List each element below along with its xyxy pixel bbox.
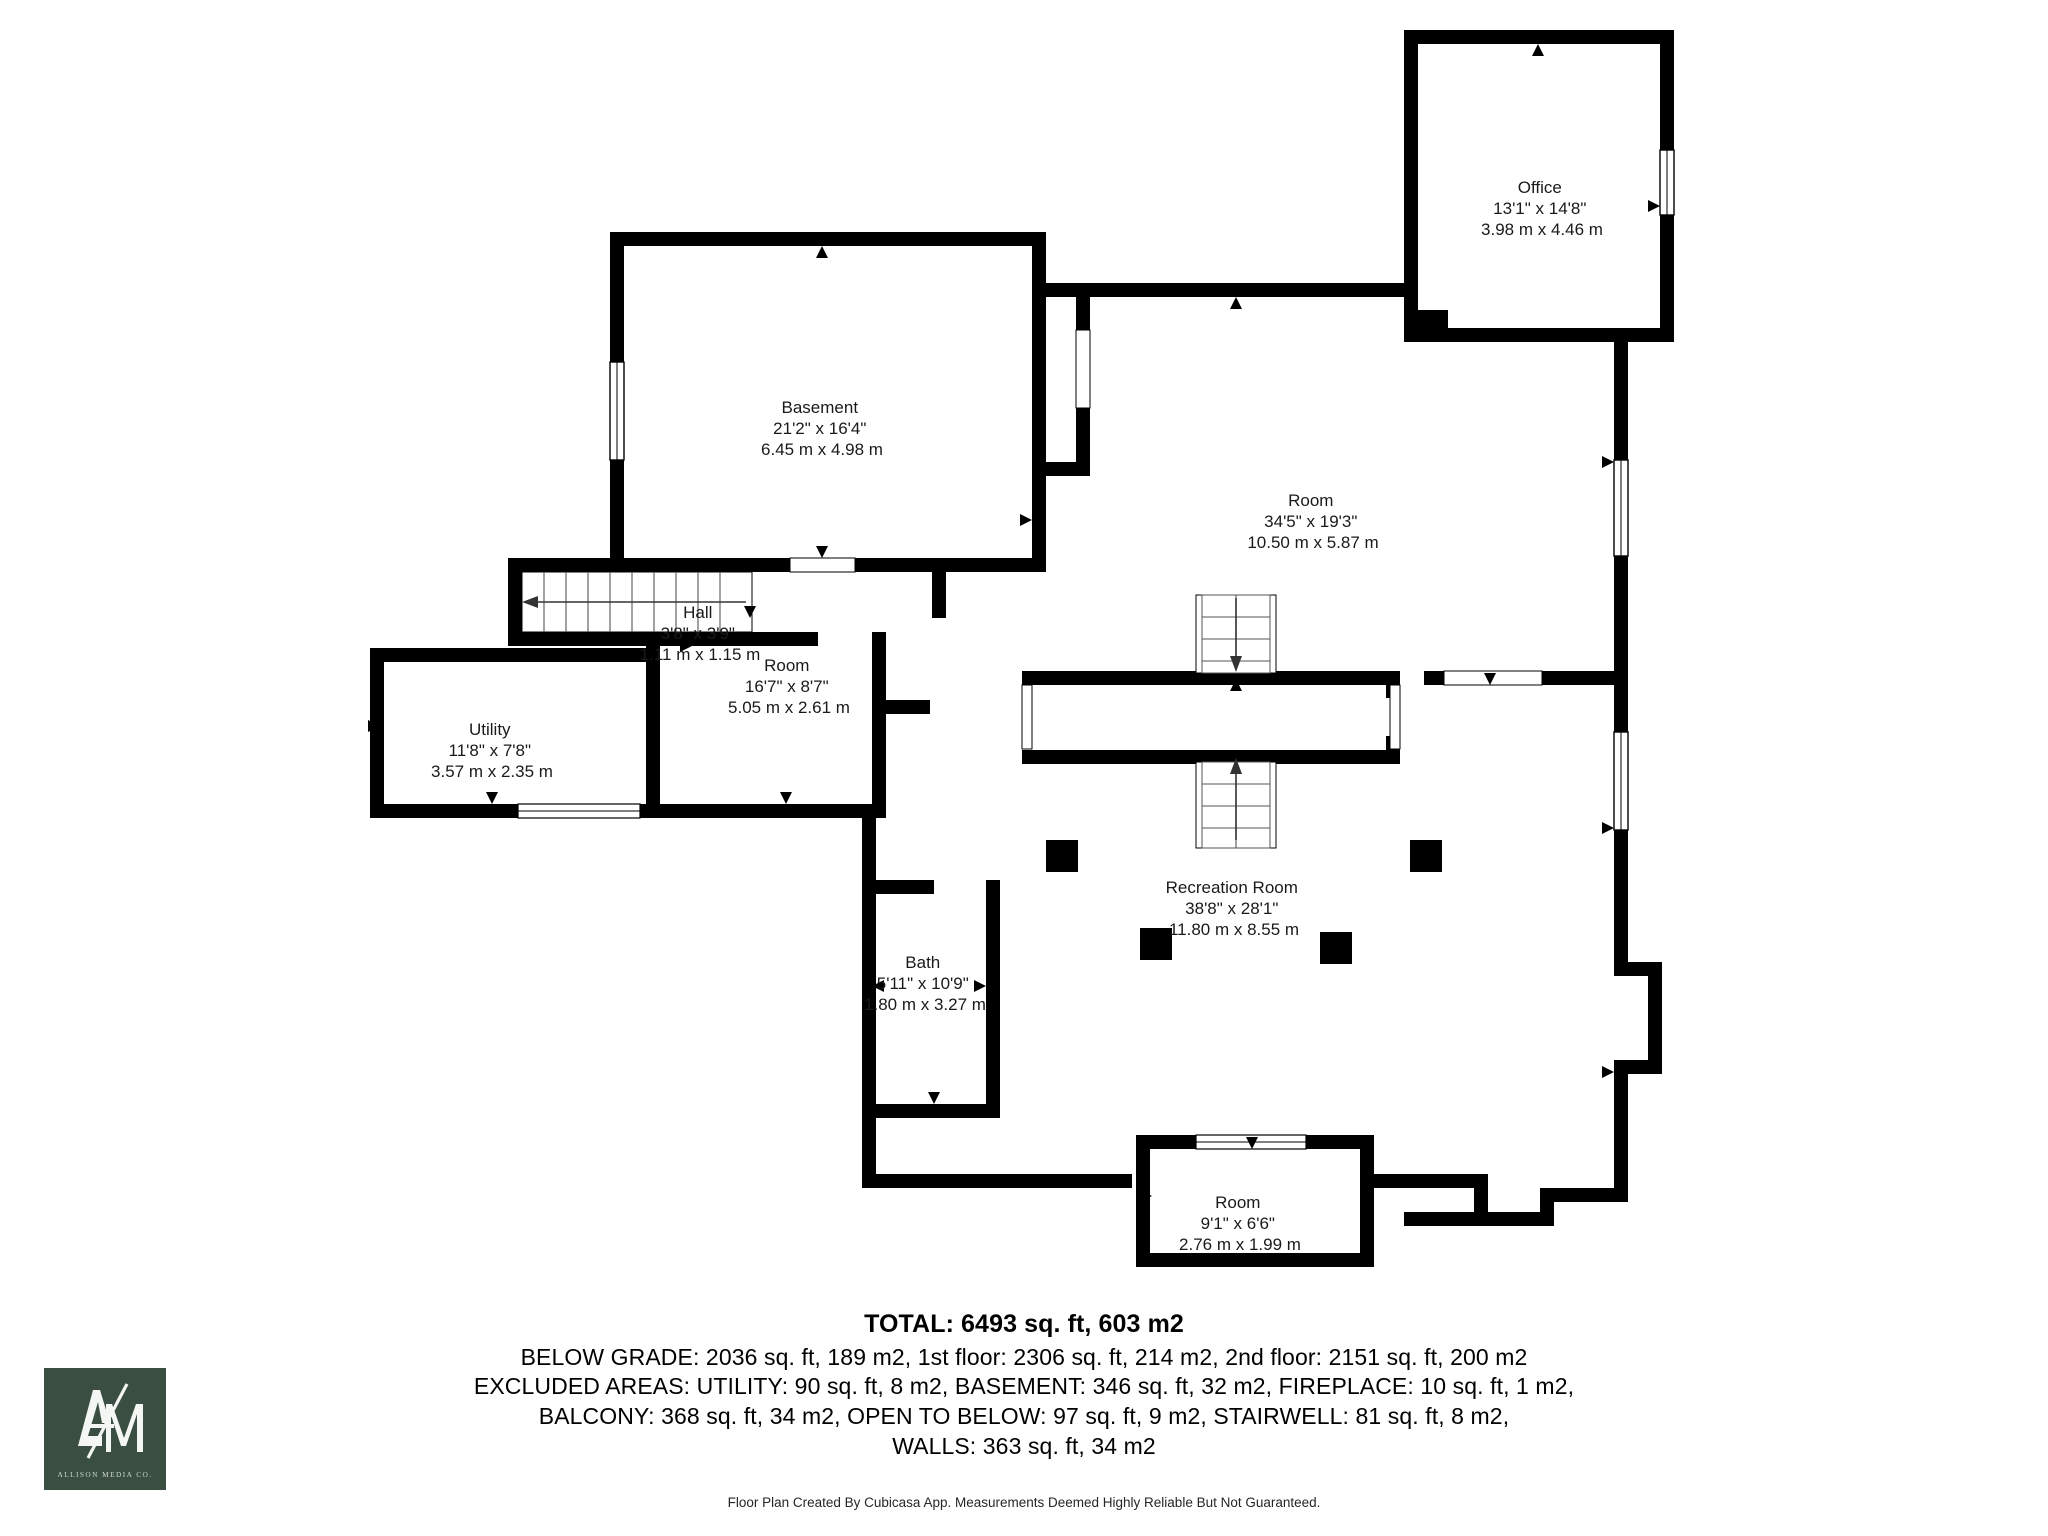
room-labels: Office 13'1" x 14'8" 3.98 m x 4.46 m Bas… xyxy=(431,178,1603,1254)
room-label-basement: Basement 21'2" x 16'4" 6.45 m x 4.98 m xyxy=(761,398,883,459)
hall-stair-treads xyxy=(521,571,753,633)
hall-stair-direction-arrow xyxy=(522,596,746,608)
partition-opening xyxy=(1075,329,1091,409)
logo-caption: ALLISON MEDIA CO. xyxy=(57,1470,153,1479)
floor-plan-svg: Office 13'1" x 14'8" 3.98 m x 4.46 m Bas… xyxy=(0,0,2048,1300)
basement-window-left xyxy=(609,361,625,461)
summary-line-below-grade: BELOW GRADE: 2036 sq. ft, 189 m2, 1st fl… xyxy=(520,1343,1528,1370)
column xyxy=(1046,840,1078,872)
central-stair-upper xyxy=(1195,594,1277,674)
basement-bottom-opening xyxy=(789,557,856,573)
room-label-recreation-room: Recreation Room 38'8" x 28'1" 11.80 m x … xyxy=(1166,878,1303,939)
right-wall-window-upper xyxy=(1613,459,1629,557)
central-stair-lower-arrow xyxy=(1230,758,1242,840)
room-label-bath: Bath 5'11" x 10'9" 1.80 m x 3.27 m xyxy=(864,953,986,1014)
right-wall-window-lower xyxy=(1613,731,1629,831)
plan-background xyxy=(0,0,2048,1300)
total-area-line: TOTAL: 6493 sq. ft, 603 m2 xyxy=(864,1310,1184,1338)
mid-room-walls xyxy=(646,632,930,818)
office-window-right xyxy=(1659,149,1675,216)
summary-line-balcony: BALCONY: 368 sq. ft, 34 m2, OPEN TO BELO… xyxy=(538,1403,1510,1430)
structural-columns xyxy=(1046,840,1442,964)
office-walls xyxy=(1404,30,1674,342)
footer-disclaimer: Floor Plan Created By Cubicasa App. Meas… xyxy=(727,1495,1321,1510)
door-markers xyxy=(368,44,1660,1265)
area-summary: TOTAL: 6493 sq. ft, 603 m2 BELOW GRADE: … xyxy=(0,1308,2048,1462)
bath-walls xyxy=(862,880,1000,1118)
utility-walls xyxy=(370,648,660,818)
summary-line-walls: WALLS: 363 sq. ft, 34 m2 xyxy=(892,1433,1156,1460)
column xyxy=(1410,840,1442,872)
central-stair-upper-arrow xyxy=(1230,598,1242,672)
floor-plan-drawing: Office 13'1" x 14'8" 3.98 m x 4.46 m Bas… xyxy=(0,0,2048,1300)
allison-media-logo: ALLISON MEDIA CO. xyxy=(44,1368,166,1490)
logo-monogram-icon xyxy=(78,1383,143,1459)
summary-line-excluded-areas: EXCLUDED AREAS: UTILITY: 90 sq. ft, 8 m2… xyxy=(473,1373,1575,1400)
utility-door xyxy=(517,803,641,819)
hall-stair-walls xyxy=(508,558,818,646)
room-label-utility: Utility 11'8" x 7'8" 3.57 m x 2.35 m xyxy=(431,720,553,781)
room-label-office: Office 13'1" x 14'8" 3.98 m x 4.46 m xyxy=(1481,178,1603,239)
room-label-room-mid: Room 16'7" x 8'7" 5.05 m x 2.61 m xyxy=(728,656,850,717)
column xyxy=(1140,928,1172,960)
room-label-room-bottom: Room 9'1" x 6'6" 2.76 m x 1.99 m xyxy=(1179,1193,1301,1254)
room-label-room-main: Room 34'5" x 19'3" 10.50 m x 5.87 m xyxy=(1247,491,1378,552)
central-stair-lower xyxy=(1195,758,1277,849)
room-label-hall: Hall 3'8" x 3'9" 1.11 m x 1.15 m xyxy=(640,603,761,664)
column xyxy=(1320,932,1352,964)
